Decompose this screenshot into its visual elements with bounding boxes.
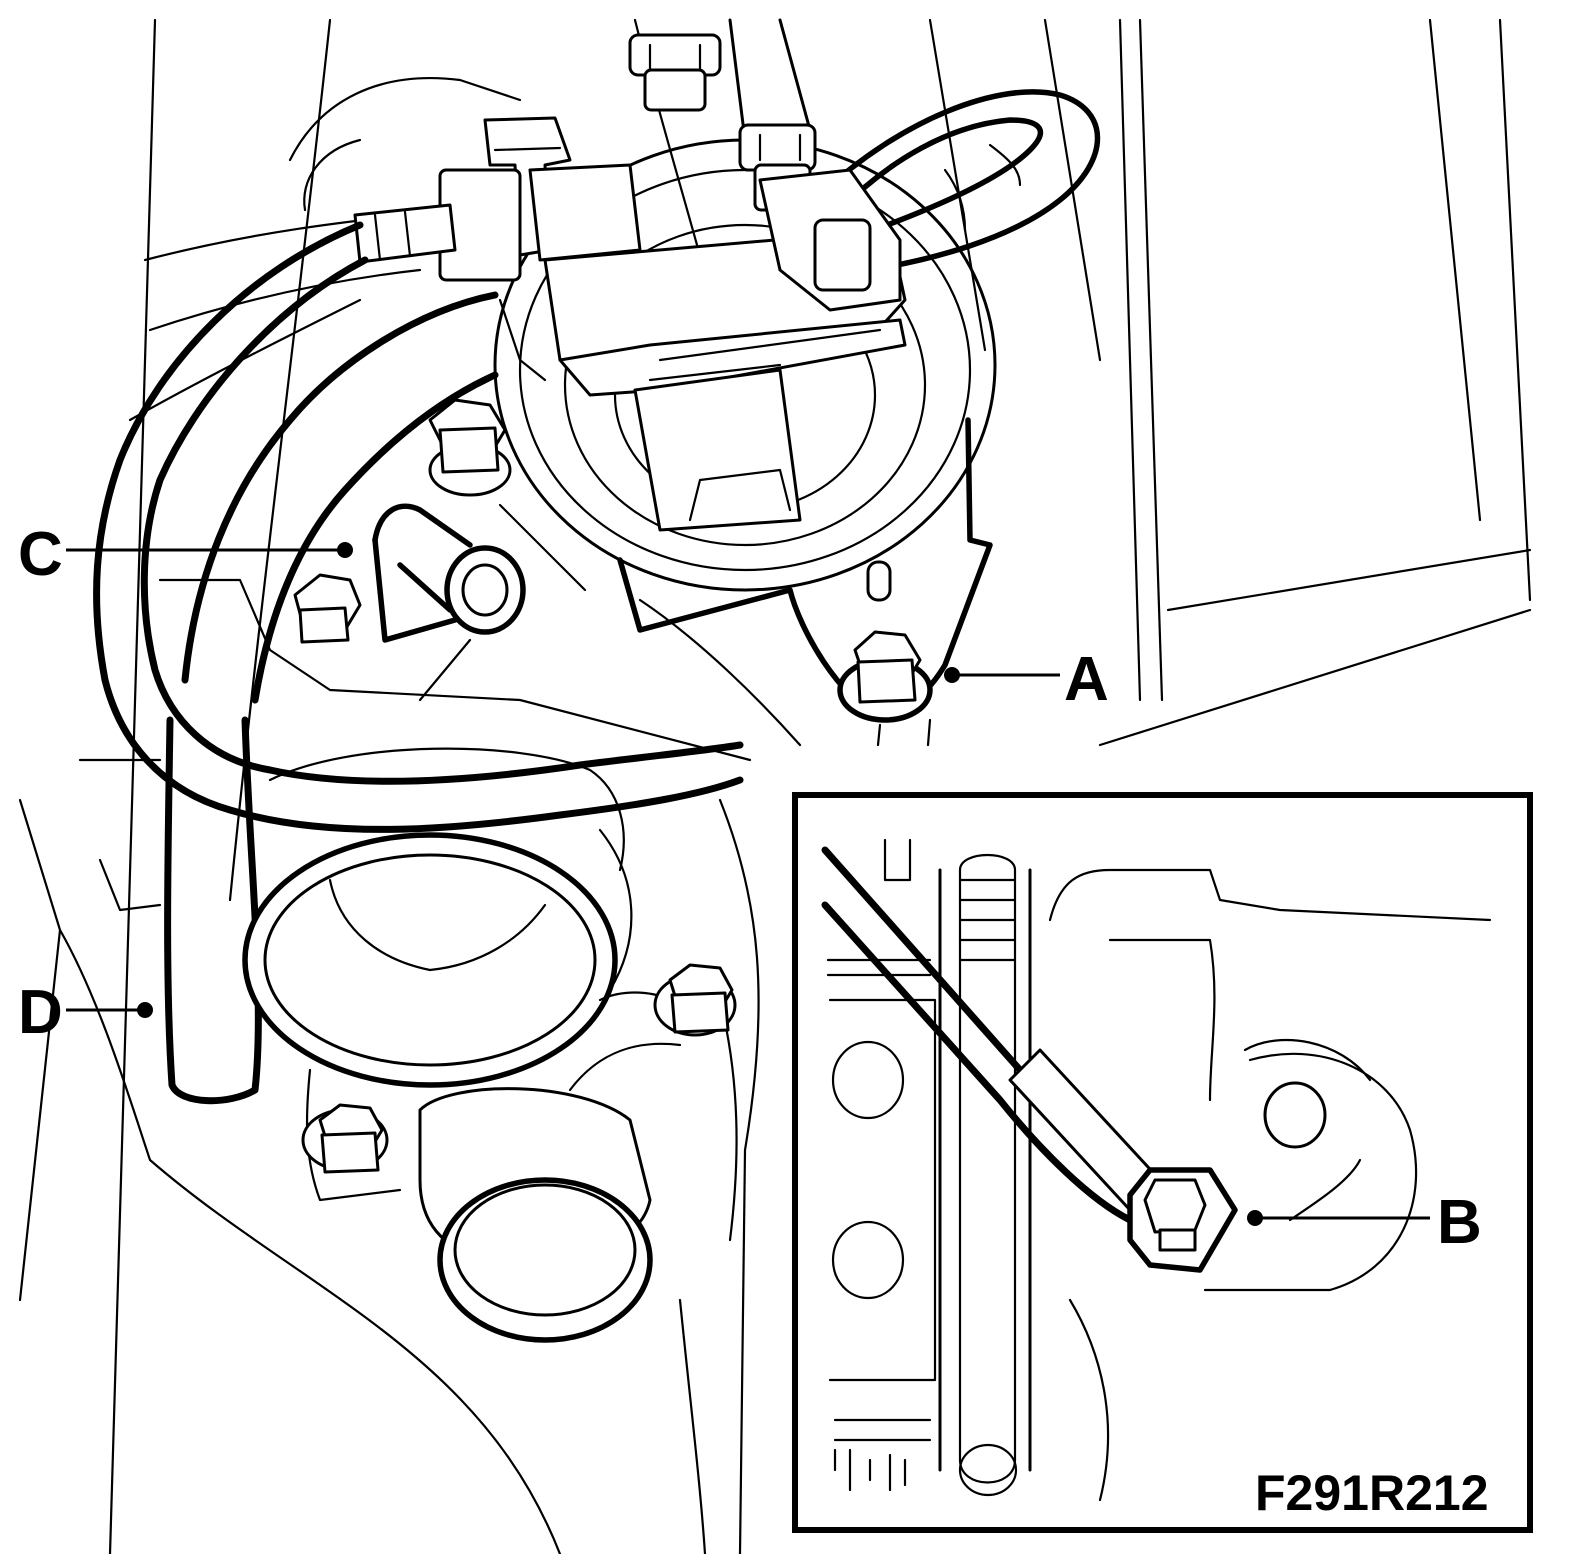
bolt-lower-left bbox=[301, 1103, 389, 1174]
solenoid-valve bbox=[438, 116, 907, 532]
lower-housing bbox=[242, 747, 738, 1242]
bottom-cap bbox=[418, 1087, 653, 1343]
hose-d bbox=[93, 221, 744, 1105]
valve-connector bbox=[353, 203, 457, 264]
upper-hose bbox=[817, 89, 1101, 273]
inset-detail bbox=[792, 792, 1533, 1533]
bolt-c bbox=[293, 573, 362, 644]
figure-code: F291R212 bbox=[1255, 1465, 1489, 1521]
bolt-upper-left bbox=[428, 398, 512, 497]
pipe-stub bbox=[372, 503, 526, 643]
callout-labels: C D A B F291R212 bbox=[18, 520, 1489, 1521]
hose-c bbox=[181, 291, 499, 704]
callout-d-label: D bbox=[18, 978, 63, 1047]
callout-leaders bbox=[66, 542, 1430, 1226]
callout-b-label: B bbox=[1437, 1188, 1482, 1257]
callout-a-label: A bbox=[1064, 645, 1109, 714]
background-structure bbox=[18, 18, 1532, 1556]
bolt-lower-right bbox=[653, 963, 737, 1037]
bolt-a bbox=[837, 630, 933, 723]
callout-c-label: C bbox=[18, 520, 63, 589]
